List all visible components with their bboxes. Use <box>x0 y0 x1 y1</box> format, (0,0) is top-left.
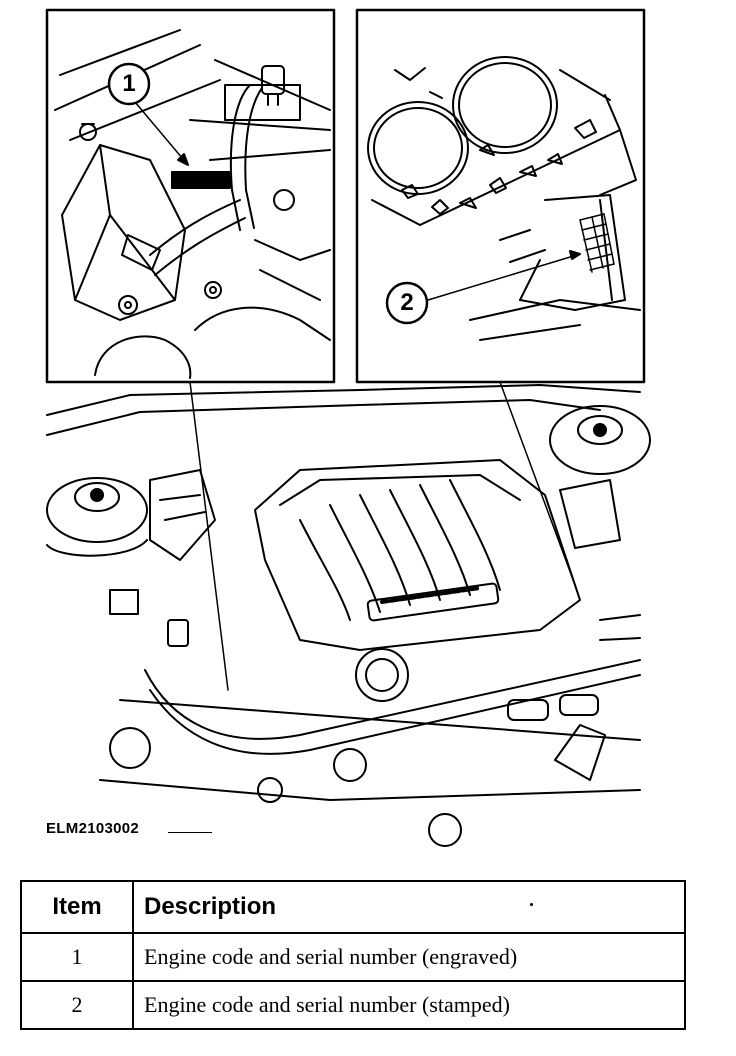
table-row: 2 Engine code and serial number (stamped… <box>20 980 686 1030</box>
detail-inset-stamped <box>355 8 646 384</box>
legend-table: Item Description 1 Engine code and seria… <box>20 880 686 1030</box>
scan-speck <box>530 903 533 906</box>
engine-overview <box>46 381 651 847</box>
callout-2: 2 <box>400 289 414 316</box>
row-item: 1 <box>20 932 134 982</box>
table-row: 1 Engine code and serial number (engrave… <box>20 932 686 982</box>
legend-header-row: Item Description <box>20 880 686 934</box>
header-item: Item <box>20 880 134 934</box>
detail-inset-engraved <box>45 8 336 384</box>
engine-compartment-illustration <box>45 8 651 847</box>
header-description: Description <box>132 880 686 934</box>
row-item: 2 <box>20 980 134 1030</box>
row-description: Engine code and serial number (stamped) <box>132 980 686 1030</box>
callout-1: 1 <box>122 70 136 97</box>
figure-id: ELM2103002 <box>46 820 140 837</box>
row-description: Engine code and serial number (engraved) <box>132 932 686 982</box>
figure-id-rule <box>168 832 212 833</box>
